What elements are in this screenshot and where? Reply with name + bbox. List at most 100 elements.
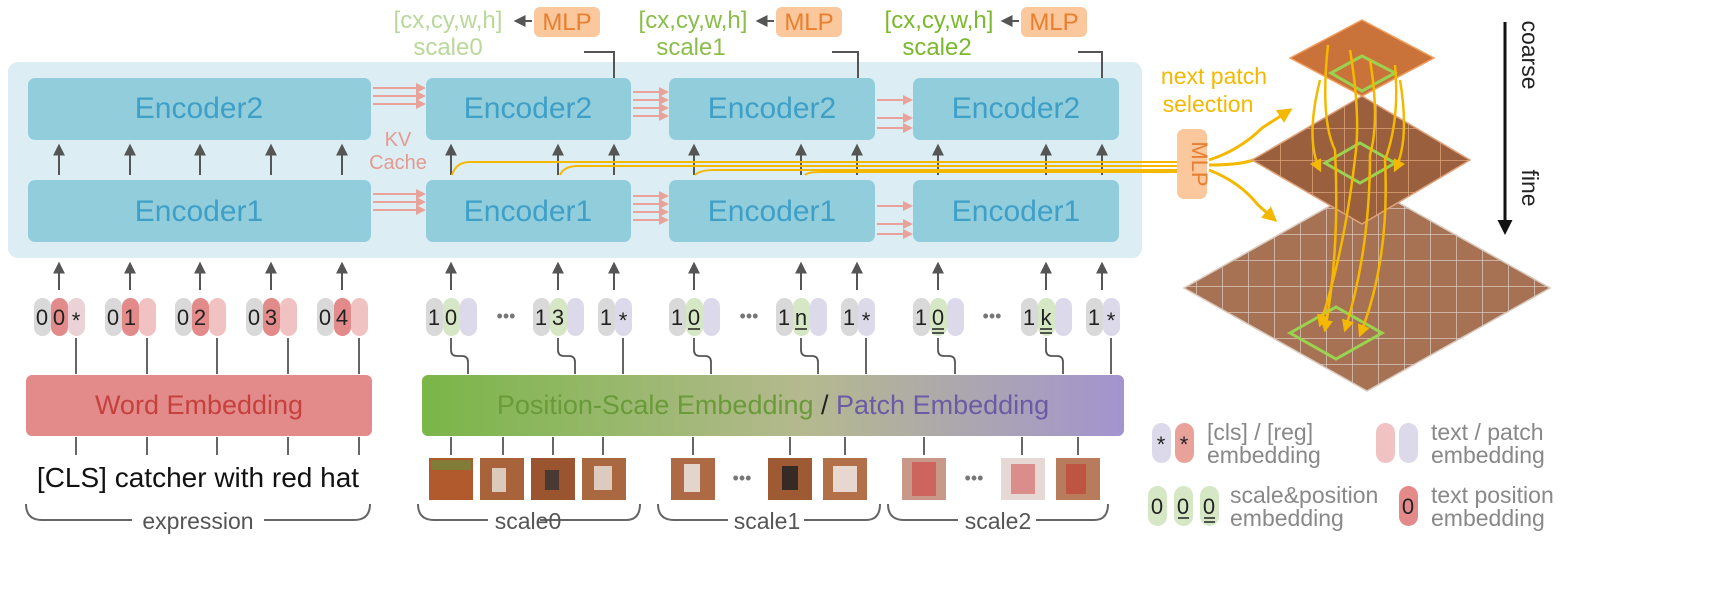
ellipsis: •••: [733, 468, 752, 488]
encoder1-block: [913, 180, 1119, 242]
fine-label: fine: [1517, 169, 1543, 206]
svg-text:4: 4: [336, 305, 348, 330]
patch-token: 1 3: [533, 298, 584, 336]
text-tokens: 0 0 * 0 1 0 2 0 3 0: [34, 298, 368, 336]
legend: * * [cls] / [reg] embedding text / patch…: [1148, 419, 1554, 531]
svg-text:embedding: embedding: [1431, 505, 1545, 531]
reg-token: 1 *: [598, 298, 632, 336]
encoder1-label: Encoder1: [708, 195, 836, 228]
word-embedding-box: [26, 375, 372, 436]
mlp-box: [1021, 7, 1087, 37]
svg-text:0: 0: [1151, 494, 1163, 519]
output-box-label: [cx,cy,w,h]: [639, 7, 748, 34]
svg-text:1: 1: [600, 305, 612, 330]
output-box-label: [cx,cy,w,h]: [394, 7, 503, 34]
text-token: 0 4: [317, 298, 368, 336]
kv-cache-label: KV: [385, 129, 412, 151]
ellipsis: •••: [740, 306, 759, 326]
brace-label-scale0: scale0: [495, 508, 561, 534]
mlp-label: MLP: [1029, 9, 1078, 36]
svg-text:embedding: embedding: [1431, 442, 1545, 468]
encoder2-label: Encoder2: [952, 92, 1080, 125]
mlp-label: MLP: [542, 9, 591, 36]
next-patch-label: next patch: [1161, 63, 1267, 89]
mlp-box: [776, 7, 842, 37]
text-token: 0 3: [246, 298, 297, 336]
svg-text:text / patch: text / patch: [1431, 419, 1544, 445]
svg-text:text position: text position: [1431, 482, 1554, 508]
word-embedding-label: Word Embedding: [95, 390, 303, 420]
encoder1-label: Encoder1: [464, 195, 592, 228]
svg-text:0: 0: [1402, 494, 1414, 519]
patch-tokens: 1 0 ••• 1 3 1 * 1 0 •••: [426, 298, 1120, 336]
brace-label-expression: expression: [142, 508, 253, 534]
image-patches: ••• •••: [429, 458, 1100, 500]
expression-text: [CLS] catcher with red hat: [37, 462, 359, 493]
svg-text:3: 3: [265, 305, 277, 330]
svg-text:1: 1: [1088, 305, 1100, 330]
output-scale-label: scale1: [656, 34, 725, 61]
patch-thumbnail: [1001, 458, 1045, 500]
embedding-connectors: [75, 338, 1112, 374]
svg-text:0: 0: [445, 305, 457, 330]
svg-text:0: 0: [319, 305, 331, 330]
svg-text:0: 0: [107, 305, 119, 330]
svg-text:*: *: [1157, 432, 1166, 457]
encoder1-block: [669, 180, 875, 242]
encoder1-label: Encoder1: [952, 195, 1080, 228]
mlp-box: [534, 7, 600, 37]
reg-token: 1 *: [1086, 298, 1120, 336]
svg-text:embedding: embedding: [1230, 505, 1344, 531]
selection-mlp-box: [1177, 129, 1207, 199]
kv-cache-arrows: [373, 83, 913, 239]
svg-text:*: *: [862, 308, 871, 333]
bottom-connectors: [75, 437, 1079, 455]
reg-token: 1 *: [841, 298, 875, 336]
svg-text:0: 0: [1177, 494, 1189, 519]
brace-label-scale2: scale2: [965, 508, 1031, 534]
svg-text:0: 0: [1203, 494, 1215, 519]
svg-text:1: 1: [1023, 305, 1035, 330]
ellipsis: •••: [965, 468, 984, 488]
svg-text:1: 1: [428, 305, 440, 330]
svg-text:n: n: [795, 305, 807, 330]
svg-text:*: *: [1107, 308, 1116, 333]
svg-text:[cls] / [reg]: [cls] / [reg]: [1207, 419, 1313, 445]
output-scale-label: scale0: [413, 34, 482, 61]
encoder2-block: [669, 78, 875, 140]
brace-label-scale1: scale1: [734, 508, 800, 534]
text-token: 0 1: [105, 298, 156, 336]
mid-level-image: [1250, 95, 1472, 225]
svg-text:0: 0: [932, 305, 944, 330]
svg-text:scale&position: scale&position: [1230, 482, 1378, 508]
slash: /: [814, 390, 837, 420]
text-token: 0 0 *: [34, 298, 85, 336]
ellipsis: •••: [983, 306, 1002, 326]
ellipsis: •••: [497, 306, 516, 326]
selection-lines: [451, 161, 1180, 176]
mlp-label: MLP: [784, 9, 833, 36]
selection-mlp-label: MLP: [1187, 141, 1212, 186]
encoder1-label: Encoder1: [135, 195, 263, 228]
svg-text:1: 1: [915, 305, 927, 330]
legend-scale-position: 0 0 0 scale&position embedding: [1148, 482, 1378, 531]
token-input-arrows: [53, 261, 1108, 290]
encoder2-block: [28, 78, 371, 140]
output-arrows: [584, 51, 1103, 78]
svg-text:*: *: [619, 308, 628, 333]
svg-text:*: *: [72, 308, 81, 333]
text-token: 0 2: [175, 298, 226, 336]
svg-text:*: *: [1180, 432, 1189, 457]
pos-patch-embedding-label: Position-Scale Embedding / Patch Embeddi…: [497, 390, 1049, 420]
coarse-level-image: [1288, 19, 1436, 97]
svg-text:3: 3: [552, 305, 564, 330]
encoder1-row: Encoder1 Encoder1 Encoder1 Encoder1: [28, 180, 1119, 242]
svg-text:1: 1: [124, 305, 136, 330]
encoder1-block: [28, 180, 371, 242]
braces: [25, 503, 1109, 521]
svg-text:1: 1: [671, 305, 683, 330]
encoder2-row: Encoder2 Encoder2 Encoder2 Encoder2: [28, 78, 1119, 140]
patch-token: 1 0: [669, 298, 720, 336]
svg-text:1: 1: [778, 305, 790, 330]
